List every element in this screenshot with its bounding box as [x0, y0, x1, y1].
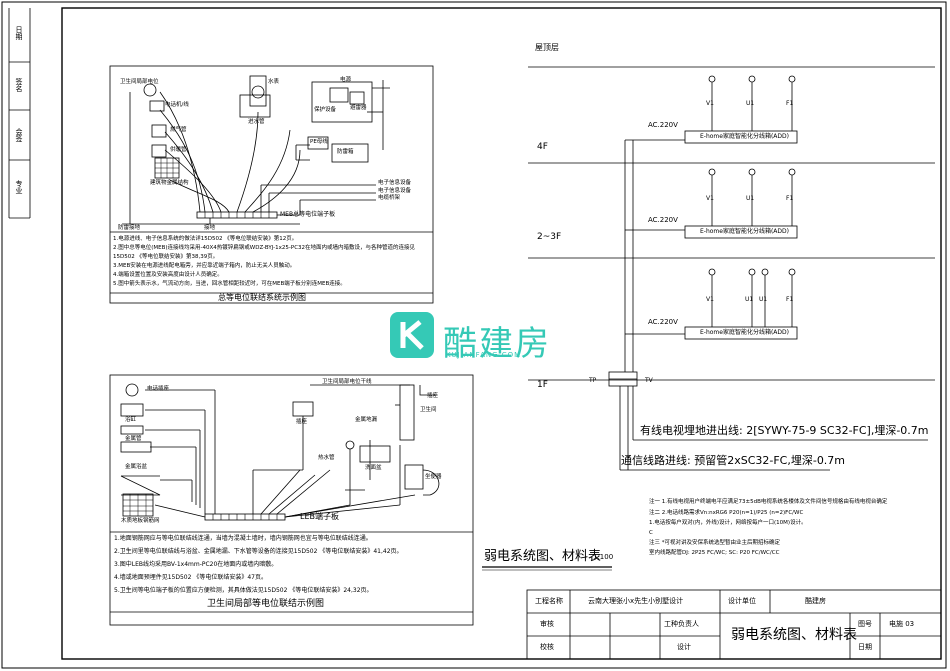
note-line: 3.MEB安装在电源进线配电箱旁，并应靠近端子箱内，防止无关人员触动。: [113, 263, 296, 269]
note-line: 4.墙或地面预埋件见15D502 《等电位联结安装》47页。: [114, 574, 267, 581]
tag-label: 电缆桥架: [378, 195, 401, 201]
outlet-label: F1: [786, 100, 794, 107]
drawing-no-value: 电施 03: [889, 620, 915, 628]
note-line: 1.电源进线、电子信息系统的做法详15D502 《等电位联结安装》第12页。: [113, 236, 298, 242]
outlet-label: U1: [746, 100, 755, 107]
note-line: 5.图中箭头表示水，气流动方向，当进，回水管相距较近时，可在MEB端子板分别连M…: [113, 281, 346, 287]
box-label: 防雷箱: [337, 149, 354, 155]
spec-note: 室内线路配管DJ: 2P25 FC/WC; SC: P20 FC/WC/CC: [649, 550, 780, 556]
strip-label-discipline: 专业: [15, 180, 23, 194]
drawing-scale: 1:100: [593, 553, 614, 561]
date-label: 日期: [858, 643, 872, 651]
label: 电话插座: [147, 386, 170, 392]
label: 金属管: [125, 436, 142, 442]
note-line: 3.图中LEB线均采用BV-1x4mm-PC20在地面内或墙内暗敷。: [114, 561, 278, 568]
diagram1-caption: 总等电位联结系统示例图: [218, 293, 306, 302]
meb-label: MEB总等电位端子板: [280, 211, 336, 218]
strip-label-sign: 签名: [15, 78, 23, 92]
strip-label-countersign: 会签: [15, 128, 23, 142]
spec-note: 注一 1.有线电视用户终端电平应满足73±5dB电视系统各楼体及文件间信号规格由…: [649, 499, 888, 505]
leader-label: 工种负责人: [664, 620, 699, 628]
tp-label: TP: [589, 377, 597, 384]
leb-label: LEB端子板: [300, 512, 339, 521]
strip-label-date: 日期: [15, 26, 23, 40]
check-label: 校核: [540, 643, 554, 651]
device-label: 建筑物金属结构: [150, 180, 189, 186]
device-label: 进水管: [248, 119, 265, 125]
device-label: 水表: [268, 79, 280, 85]
roof-label: 屋顶层: [535, 43, 559, 52]
design-unit-label: 设计单位: [728, 597, 756, 605]
note-line: 5.卫生间等电位端子板的位置应方便检测，其具体做法见15D502 《等电位联结安…: [114, 587, 373, 594]
label: 卫生间局部电位干线: [322, 379, 372, 385]
comm-note: 通信线路进线: 预留管2xSC32-FC,埋深-0.7m: [621, 454, 846, 467]
ac-label: AC.220V: [648, 216, 678, 224]
box-label: PE母线: [310, 139, 328, 145]
label: 金属浴盆: [125, 464, 148, 470]
floor-label-4f: 4F: [537, 142, 548, 152]
label: 金属地漏: [355, 417, 378, 423]
label: 坐便器: [425, 474, 442, 480]
ac-label: AC.220V: [648, 318, 678, 326]
review-label: 审核: [540, 620, 554, 628]
tv-label: TV: [645, 377, 653, 384]
drawing-title: 弱电系统图、材料表: [484, 549, 602, 564]
outlet-label: U1: [759, 296, 768, 303]
outlet-label: U1: [746, 195, 755, 202]
tag-label: 电子信息设备: [378, 188, 412, 194]
design-unit-value: 酷建房: [805, 597, 826, 605]
watermark-logo: [390, 312, 434, 358]
label: 卫生间: [420, 407, 437, 413]
label: 浴缸: [125, 417, 137, 423]
drawing-no-label: 图号: [858, 620, 872, 628]
device-label: 电话机/线: [165, 102, 189, 108]
ac-label: AC.220V: [648, 121, 678, 129]
tag-label: 电子信息设备: [378, 180, 412, 186]
box-label: 电源: [340, 77, 352, 83]
spec-note: 1.电话按每户双对(内，外线)设计，网络按每户一口(10M)设计。: [649, 520, 807, 526]
label: 木质地板钢筋网: [121, 518, 160, 524]
distribution-box-label: E-home家庭智能化分线箱(ADD): [700, 228, 789, 235]
watermark-url: KUJIANFANG.COM: [446, 351, 522, 359]
outlet-label: V1: [706, 100, 714, 107]
diagram2-caption: 卫生间局部等电位联结示例图: [207, 599, 325, 609]
distribution-box-label: E-home家庭智能化分线箱(ADD): [700, 329, 789, 336]
floor-label-1f: 1F: [537, 380, 548, 390]
distribution-box-label: E-home家庭智能化分线箱(ADD): [700, 133, 789, 140]
cable-tv-note: 有线电视埋地进出线: 2[SYWY-75-9 SC32-FC],埋深-0.7m: [640, 424, 929, 437]
outlet-label: F1: [786, 296, 794, 303]
box-label: 保护设备: [314, 107, 337, 113]
tag-label: 防雷接地: [118, 225, 141, 231]
device-label: 卫生间局部电位: [120, 79, 159, 85]
spec-note: 注二 2.电话线路需求Vn:nxRG6 P20(n=1)/P25 (n=2)FC…: [649, 510, 804, 516]
design-label: 设计: [677, 643, 691, 651]
label: 插座: [427, 393, 439, 399]
tag-label: 接地: [204, 225, 216, 231]
spec-note: C: [649, 530, 653, 536]
outlet-label: F1: [786, 195, 794, 202]
outlet-label: U1: [745, 296, 754, 303]
note-line: 2.图中总等电位(MEB)连接线均采用-40X4热镀锌扁钢或WDZ-BYJ-1x…: [113, 245, 416, 251]
watermark-brand: 酷建房: [443, 324, 551, 364]
spec-note: 注三 *可视对讲及安保系统选型暂由业主后期招标确定: [649, 540, 781, 546]
note-line: 4.端箱设置位置及安装高度由设计人员确定。: [113, 272, 223, 278]
note-line: 1.地面钢筋网应与等电位联结线连通，当墙为混凝土墙时，墙内钢筋网也宜与等电位联结…: [114, 535, 372, 542]
project-name-label: 工程名称: [535, 597, 563, 605]
label: 插座: [296, 419, 308, 425]
outlet-label: V1: [706, 296, 714, 303]
note-line: 15D502 《等电位联结安装》第38,39页。: [113, 254, 219, 260]
floor-label-2-3f: 2~3F: [537, 232, 562, 242]
device-label: 燃气管: [170, 127, 187, 133]
note-line: 2.卫生间里等电位联结线与浴盆、金属地漏、下水管等设备的连接见15D502 《等…: [114, 548, 403, 555]
box-label: 避雷器: [350, 105, 367, 111]
drawing-name: 弱电系统图、材料表: [731, 627, 857, 643]
outlet-label: V1: [706, 195, 714, 202]
label: 洗面盆: [365, 465, 382, 471]
device-label: 供暖管: [170, 147, 187, 153]
project-name-value: 云南大理张小x先生小别墅设计: [588, 597, 684, 605]
label: 热水管: [318, 455, 335, 461]
